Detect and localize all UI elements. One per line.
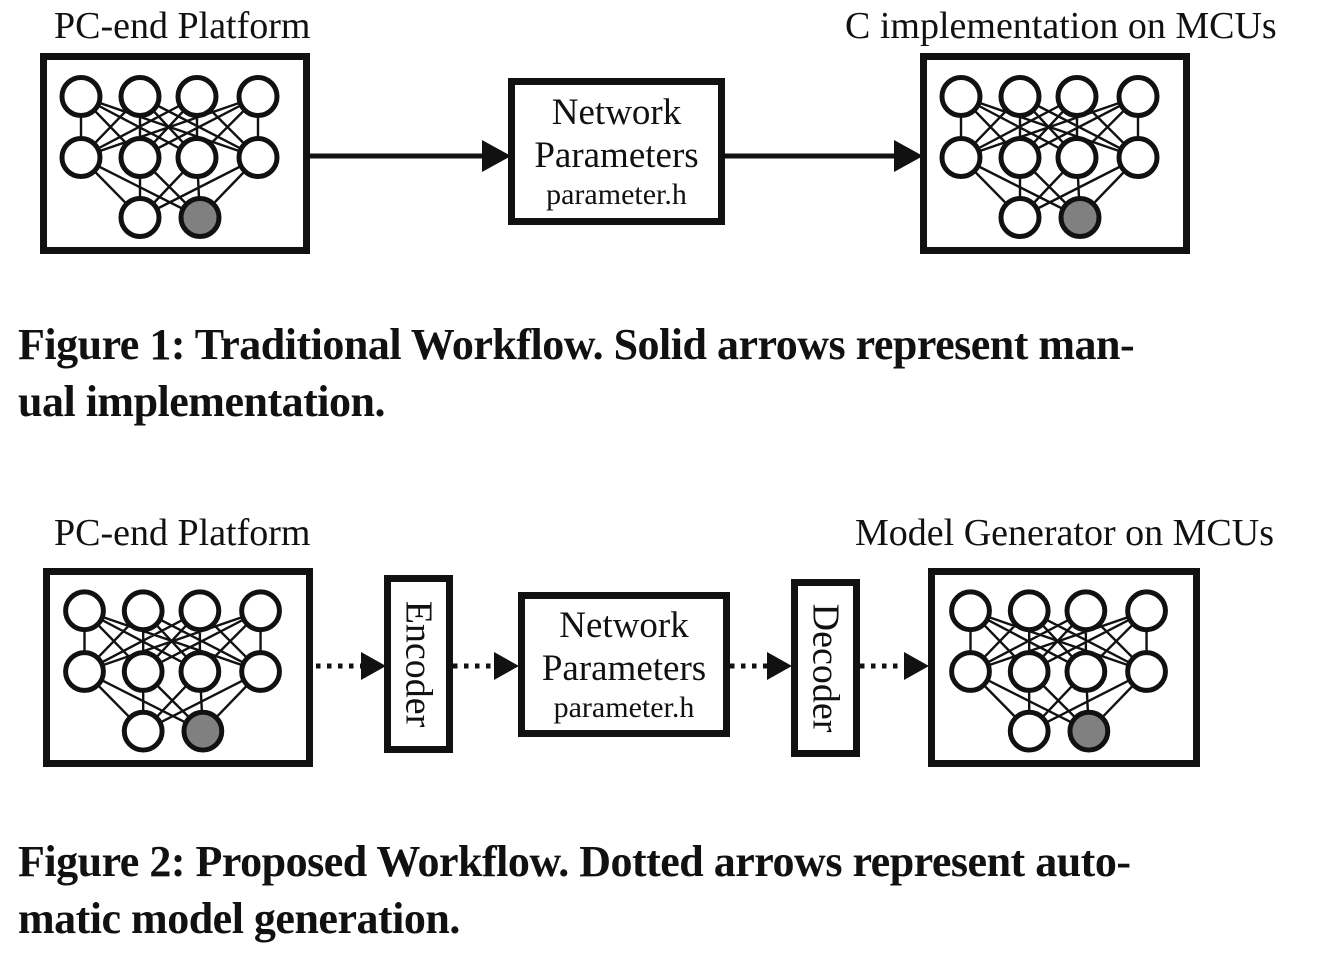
- figure2-caption: Figure 2: Proposed Workflow. Dotted arro…: [18, 833, 1131, 947]
- figure2-caption-line2: matic model generation.: [18, 894, 460, 943]
- arrow-head: [904, 652, 929, 680]
- figure1-platform-label: PC-end Platform: [54, 5, 311, 47]
- neural-network-diagram: [47, 60, 303, 247]
- figure1-caption-line1: Figure 1: Traditional Workflow. Solid ar…: [18, 320, 1135, 369]
- figure2-target-box: [928, 568, 1200, 767]
- figure1-caption: Figure 1: Traditional Workflow. Solid ar…: [18, 316, 1135, 430]
- figure2-target-label: Model Generator on MCUs: [855, 512, 1274, 554]
- figure1-target-box: [920, 53, 1190, 254]
- arrow-head: [361, 652, 386, 680]
- figure2-network-parameters-box: Network Parameters parameter.h: [518, 592, 730, 737]
- params-title-line2: Parameters: [541, 647, 707, 689]
- solid-arrow-icon: [308, 140, 511, 172]
- decoder-label: Decoder: [804, 603, 847, 733]
- arrow-head: [767, 652, 792, 680]
- arrow-head: [894, 140, 923, 172]
- figure2-encoder-box: Encoder: [384, 575, 453, 753]
- solid-arrow-icon: [723, 140, 923, 172]
- neural-network-diagram: [927, 60, 1183, 247]
- figure1-caption-line2: ual implementation.: [18, 377, 385, 426]
- figure1-network-parameters-box: Network Parameters parameter.h: [508, 78, 725, 225]
- figure2-platform-label: PC-end Platform: [54, 512, 311, 554]
- figure1-target-label: C implementation on MCUs: [845, 5, 1277, 47]
- figure2-decoder-box: Decoder: [791, 579, 860, 757]
- dotted-arrow-icon: [453, 652, 519, 680]
- dotted-arrow-icon: [730, 652, 792, 680]
- arrow-head: [482, 140, 511, 172]
- params-title-line1: Network: [551, 91, 682, 133]
- neural-network-diagram: [935, 575, 1193, 760]
- dotted-arrow-icon: [316, 652, 386, 680]
- params-title-line1: Network: [559, 604, 689, 646]
- arrow-head: [494, 652, 519, 680]
- figure2-caption-line1: Figure 2: Proposed Workflow. Dotted arro…: [18, 837, 1131, 886]
- figure2-platform-box: [43, 568, 313, 767]
- figure1-platform-box: [40, 53, 310, 254]
- dotted-arrow-icon: [860, 652, 929, 680]
- encoder-label: Encoder: [397, 600, 440, 728]
- params-filename: parameter.h: [553, 690, 695, 724]
- params-title-line2: Parameters: [534, 134, 699, 176]
- neural-network-diagram: [50, 575, 306, 760]
- params-filename: parameter.h: [546, 177, 687, 211]
